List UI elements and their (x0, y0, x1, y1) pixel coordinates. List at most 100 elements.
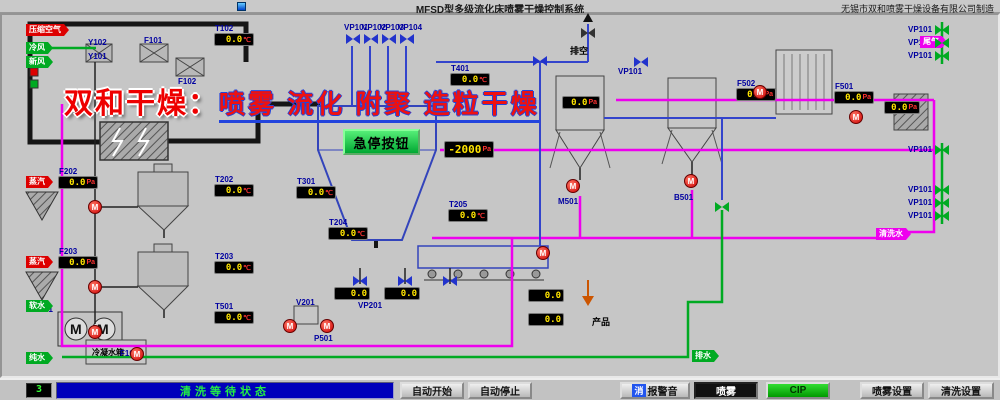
flow-badge: 压缩空气 (26, 24, 69, 36)
flow-badge: 冷风 (26, 42, 53, 54)
lcd-value: 0.0 (339, 228, 357, 239)
pump-motor-icon[interactable]: M (130, 347, 144, 361)
page-title: MFSD型多级流化床喷雾干燥控制系统 (415, 5, 585, 16)
equipment-tag: M501 (558, 197, 579, 206)
button-spray[interactable]: 喷雾 (694, 382, 758, 399)
pump-motor-icon[interactable]: M (88, 325, 102, 339)
pump-motor-icon[interactable]: M (320, 319, 334, 333)
tag-label: T204 (329, 218, 348, 227)
tag-label: T202 (215, 175, 234, 184)
lcd-unit: Pa (86, 179, 95, 186)
equipment-tag: VP104 (398, 23, 423, 32)
lcd-value: 0.0 (69, 177, 86, 188)
counter-display: 3 (26, 383, 52, 398)
equipment-tag: 排空 (570, 46, 589, 56)
equipment-tag: VP101 (908, 25, 933, 34)
equipment-tag: 产品 (592, 317, 611, 327)
valve-icon[interactable] (935, 211, 949, 221)
lcd-value: 0.0 (544, 290, 561, 301)
tag-label: T102 (215, 24, 234, 33)
button-label: CIP (789, 385, 807, 396)
status-message-bar: 清洗等待状态 (56, 382, 394, 399)
tag-label: F202 (59, 167, 78, 176)
button-label: 自动停止 (480, 387, 520, 398)
lcd-value: 0.0 (400, 288, 417, 299)
mute-icon: 消 (632, 384, 646, 397)
pump-motor-icon[interactable]: M (849, 110, 863, 124)
lcd-display: 0.0 (528, 313, 564, 326)
valve-icon[interactable] (935, 185, 949, 195)
equipment-tag: B501 (674, 193, 694, 202)
valve-icon[interactable] (443, 276, 457, 286)
valve-icon[interactable] (935, 145, 949, 155)
lcd-unit: ℃ (477, 212, 485, 220)
lcd-unit: ℃ (357, 230, 365, 238)
pump-motor-icon[interactable]: M (283, 319, 297, 333)
lcd-value: 0.0 (69, 257, 86, 268)
button-cip[interactable]: CIP (766, 382, 830, 399)
tag-label: T301 (297, 177, 316, 186)
button-mute-alarm[interactable]: 消报警音 (620, 382, 690, 399)
title-bar: MFSD型多级流化床喷雾干燥控制系统 无锡市双和喷雾干燥设备有限公司制造 (0, 0, 1000, 16)
equipment-tag: VP101 (908, 211, 933, 220)
pump-motor-icon[interactable]: M (753, 85, 767, 99)
valve-icon[interactable] (533, 56, 547, 66)
lcd-unit: ℃ (243, 187, 251, 195)
valve-icon[interactable] (935, 198, 949, 208)
pump-motor-icon[interactable]: M (88, 280, 102, 294)
button-label: 自动开始 (412, 387, 452, 398)
valve-icon[interactable] (581, 28, 595, 38)
valve-icon[interactable] (935, 38, 949, 48)
lcd-value: 0.0 (571, 97, 588, 108)
pump-motor-icon[interactable]: M (684, 174, 698, 188)
valve-icon[interactable] (400, 34, 414, 44)
lcd-value: 0.0 (891, 102, 908, 113)
button-spray-settings[interactable]: 喷雾设置 (860, 382, 924, 399)
pump-motor-icon[interactable]: M (536, 246, 550, 260)
lcd-value: 0.0 (544, 314, 561, 325)
lcd-unit: Pa (908, 104, 917, 111)
flow-badge: 清洗水 (876, 228, 911, 240)
valve-icon[interactable] (634, 57, 648, 67)
equipment-tag: F101 (144, 36, 163, 45)
button-auto-stop[interactable]: 自动停止 (468, 382, 532, 399)
lcd-value: 0.0 (225, 262, 243, 273)
status-message: 清洗等待状态 (180, 385, 270, 398)
button-auto-start[interactable]: 自动开始 (400, 382, 464, 399)
equipment-tag: VP101 (344, 23, 369, 32)
equipment-tag: VP101 (618, 67, 643, 76)
pump-motor-icon[interactable]: M (566, 179, 580, 193)
button-label: 报警音 (647, 387, 678, 398)
valve-icon[interactable] (364, 34, 378, 44)
app-icon (237, 2, 246, 11)
flow-badge: 蒸汽 (26, 256, 53, 268)
lcd-unit: ℃ (325, 189, 333, 197)
emergency-stop-button[interactable]: 急停按钮 (343, 129, 420, 155)
lcd-unit: Pa (862, 94, 871, 101)
valve-icon[interactable] (935, 51, 949, 61)
lcd-unit: ℃ (243, 36, 251, 44)
button-clean-settings[interactable]: 清洗设置 (928, 382, 994, 399)
lcd-value: 0.0 (225, 34, 243, 45)
lcd-unit: ℃ (479, 76, 487, 84)
valve-icon[interactable] (382, 34, 396, 44)
equipment-tag: VP103 (380, 23, 405, 32)
flow-badge: 纯水 (26, 352, 53, 364)
valve-icon[interactable] (935, 25, 949, 35)
tag-label: T401 (451, 64, 470, 73)
equipment-tag: P501 (314, 334, 333, 343)
valve-icon[interactable] (353, 276, 367, 286)
valve-icon[interactable] (398, 276, 412, 286)
tag-label: T501 (215, 302, 234, 311)
equipment-tag: VP101 (908, 185, 933, 194)
valve-icon[interactable] (346, 34, 360, 44)
valve-icon[interactable] (715, 202, 729, 212)
pump-motor-icon[interactable]: M (88, 200, 102, 214)
